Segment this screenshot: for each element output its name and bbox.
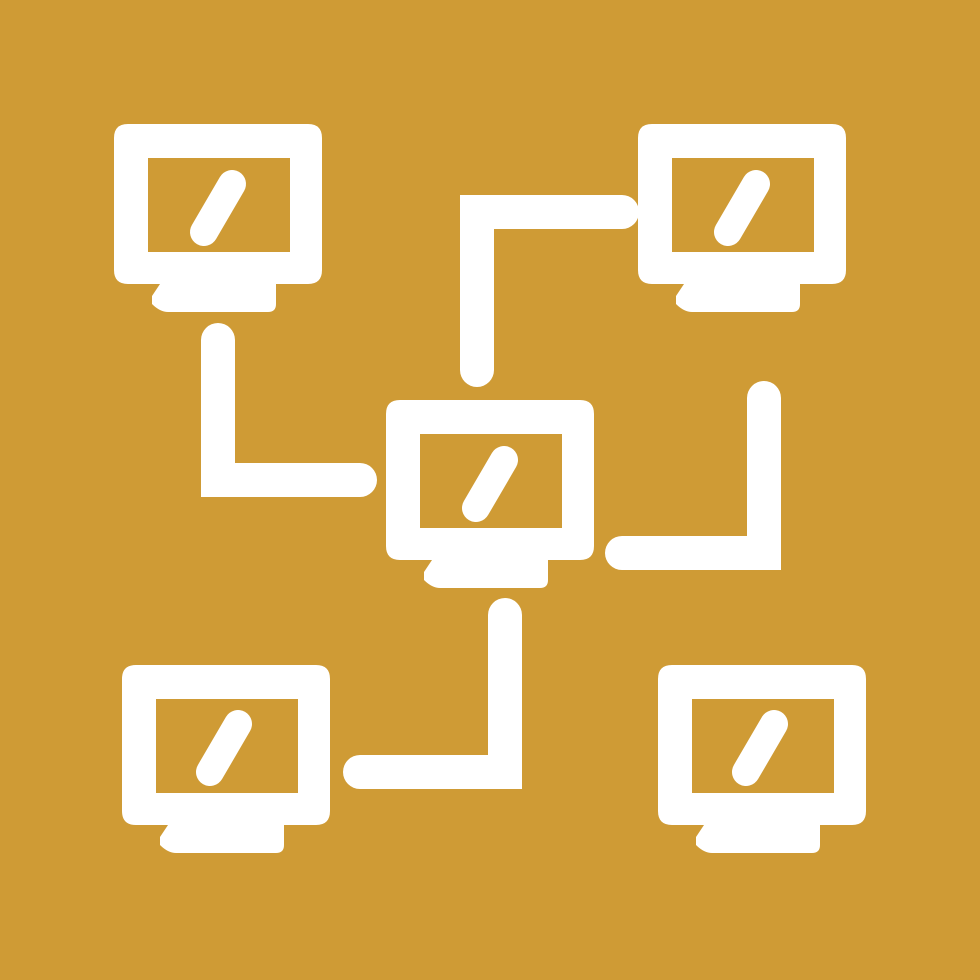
monitor-stand: [152, 284, 276, 312]
screen-glare: [196, 710, 252, 786]
monitor-stand: [424, 560, 548, 588]
monitor-center: [386, 400, 594, 588]
monitor-stand: [160, 825, 284, 853]
monitor-stand: [696, 825, 820, 853]
monitor-icon: [386, 400, 594, 560]
network-connections: [201, 195, 781, 789]
monitor-icon: [114, 124, 322, 284]
monitor-top-right: [638, 124, 846, 312]
screen-glare: [462, 446, 518, 522]
monitor-stand: [676, 284, 800, 312]
screen-glare: [714, 170, 770, 246]
connection-center-to-right: [605, 381, 781, 570]
monitor-top-left: [114, 124, 322, 312]
monitor-bottom-left: [122, 665, 330, 853]
monitor-icon: [658, 665, 866, 825]
screen-glare: [732, 710, 788, 786]
screen-glare: [190, 170, 246, 246]
connection-center-to-bottom-left: [343, 598, 522, 789]
connection-center-to-top-right: [460, 195, 639, 387]
monitor-icon: [638, 124, 846, 284]
monitor-icon: [122, 665, 330, 825]
monitor-bottom-right: [658, 665, 866, 853]
connection-top-left-to-center: [201, 323, 377, 497]
